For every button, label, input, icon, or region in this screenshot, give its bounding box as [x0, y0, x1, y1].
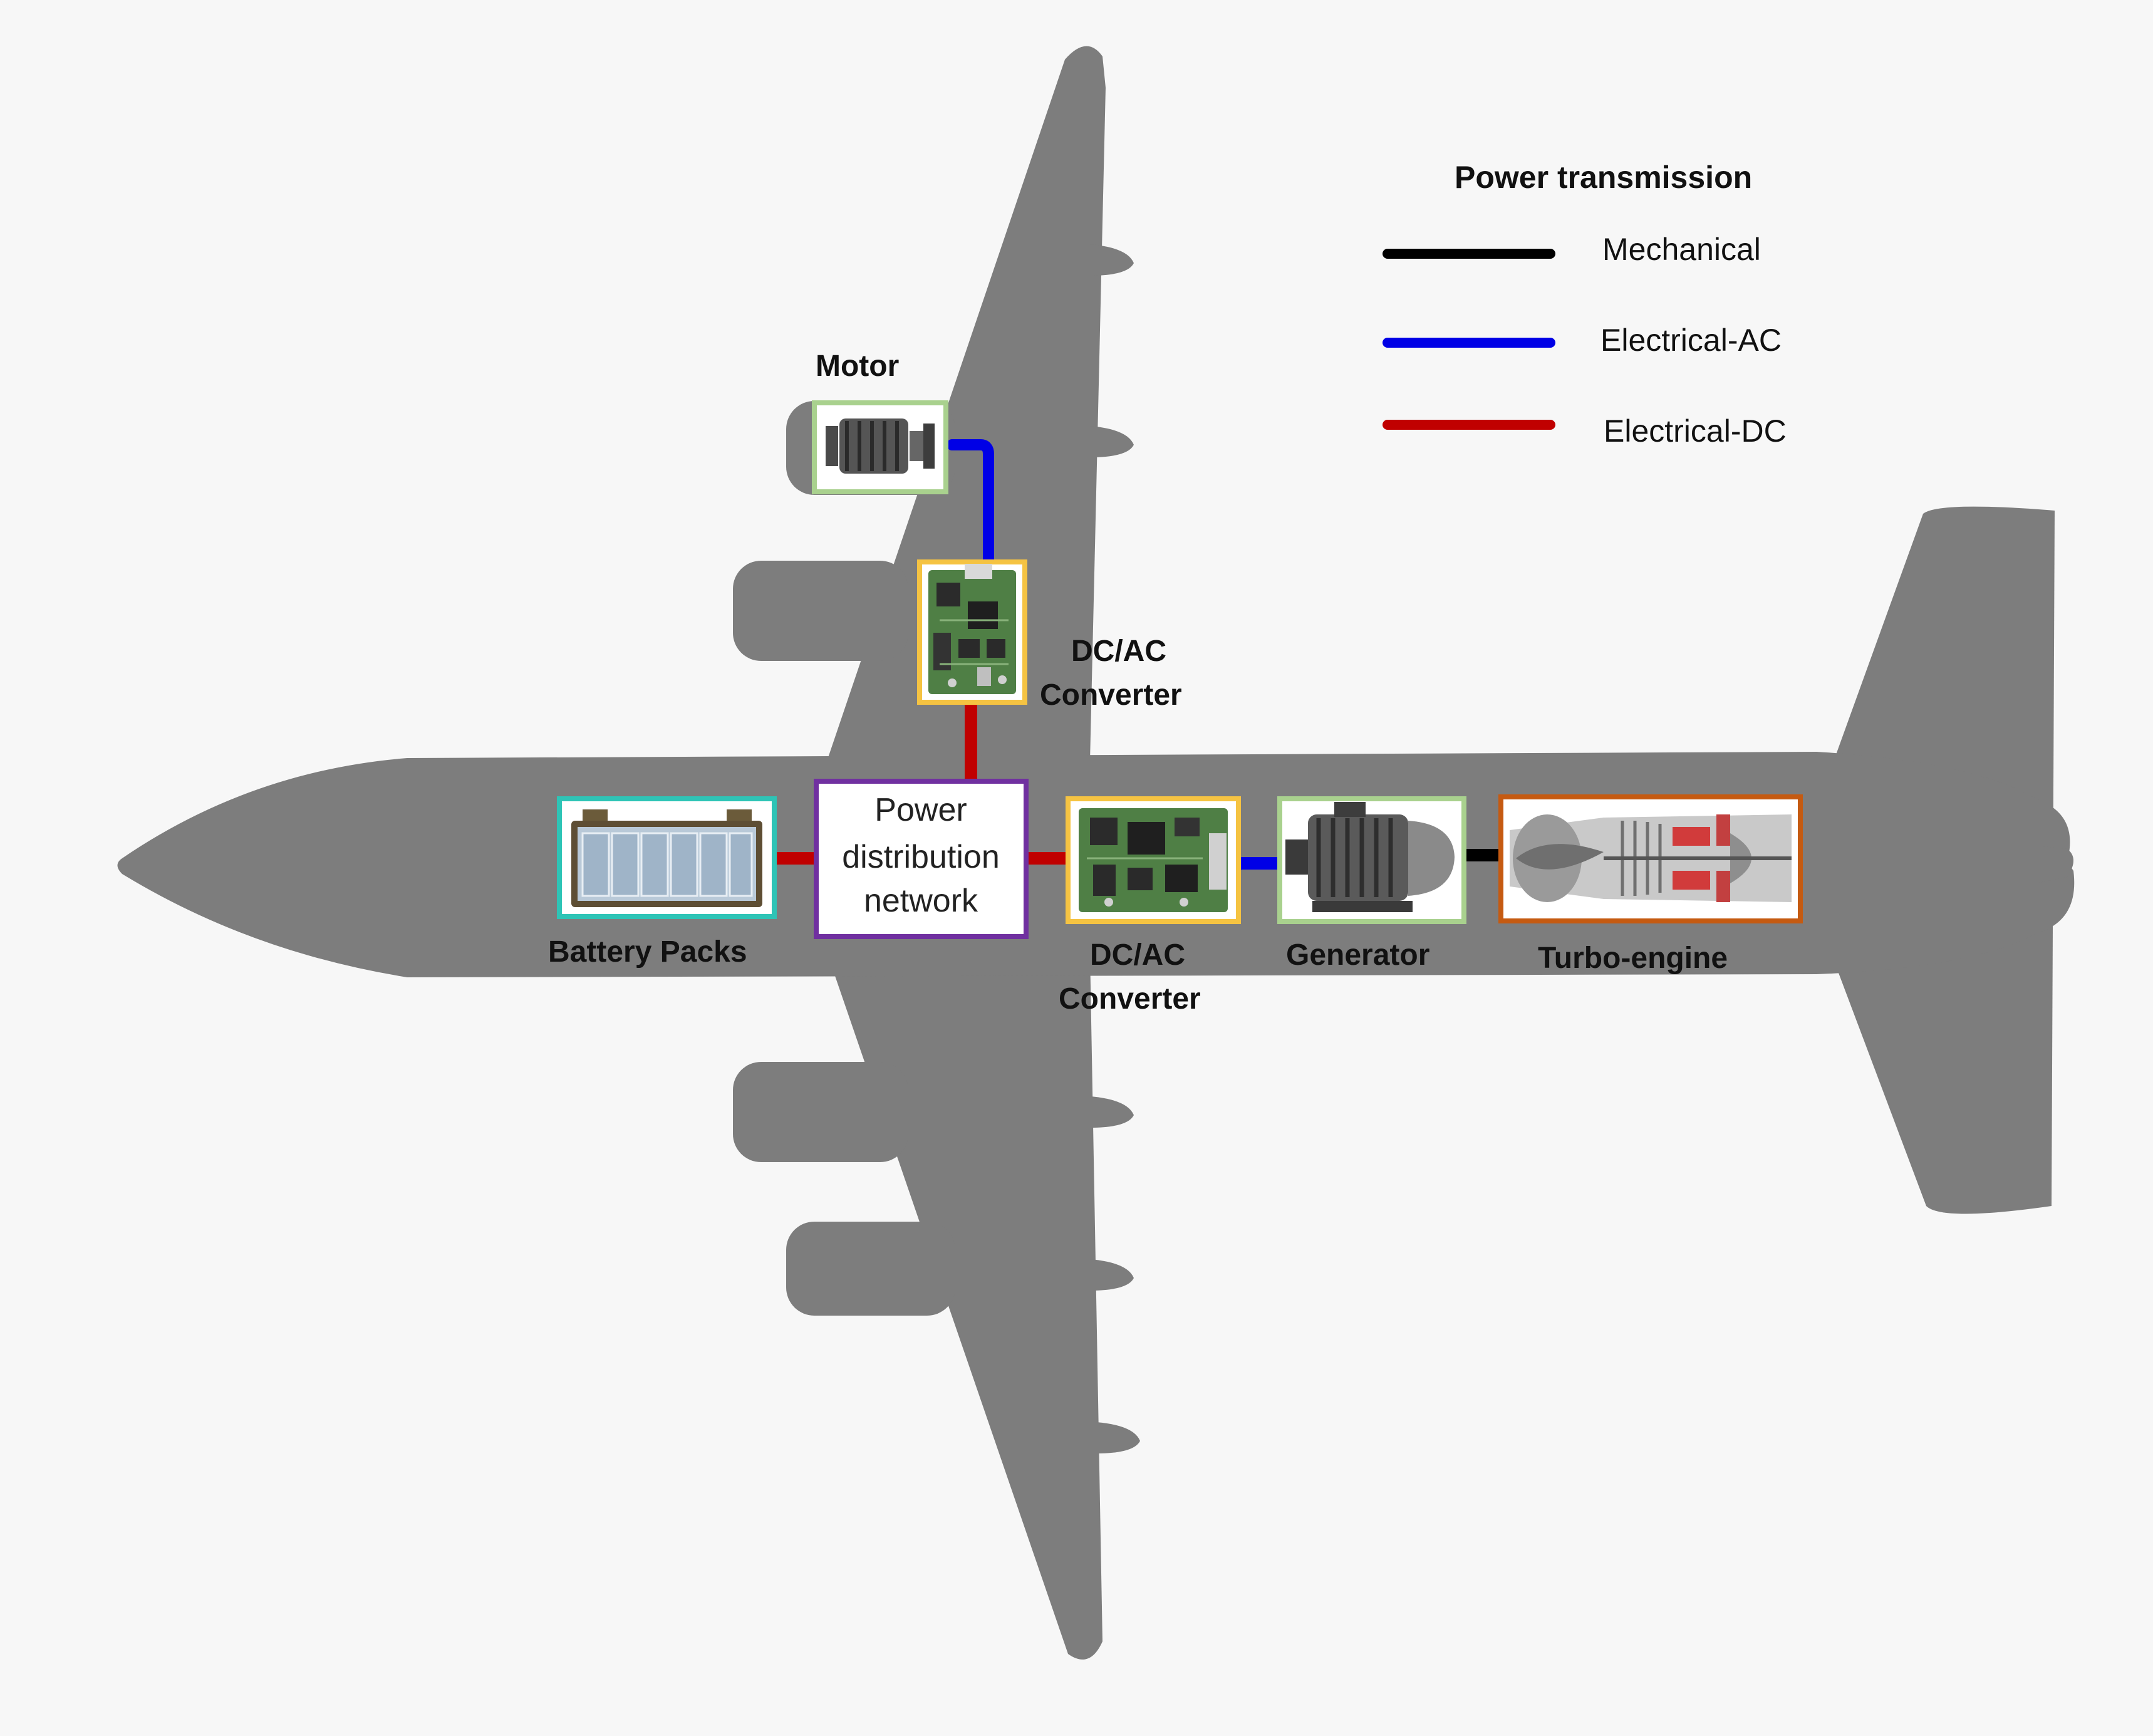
circuit-board-icon	[1079, 808, 1228, 912]
legend-label-mechanical: Mechanical	[1602, 232, 1761, 267]
turbo-component: Turbo-engine	[1498, 794, 1803, 975]
converter-bottom-label-line2: Converter	[1059, 982, 1201, 1016]
motor-component: Motor	[812, 350, 948, 494]
converter-top-label-line2: Converter	[1040, 678, 1182, 712]
battery-component: Battery Packs	[548, 796, 777, 969]
legend-label-electrical-ac: Electrical-AC	[1600, 323, 1782, 358]
converter-bottom-label-line1: DC/AC	[1090, 938, 1185, 972]
wing-fence-4	[1090, 1259, 1134, 1291]
turbofan-engine-icon	[1510, 814, 1792, 902]
pdn-line3: network	[864, 883, 978, 919]
wing-fence-2	[1090, 426, 1134, 457]
connections	[769, 439, 1505, 870]
converter-top-label-line1: DC/AC	[1071, 635, 1166, 668]
converter-bottom-component: DC/AC Converter	[1059, 796, 1241, 1016]
pdn-frame	[814, 779, 1029, 939]
generator-label: Generator	[1286, 938, 1429, 972]
pdn-line1: Power	[874, 792, 967, 828]
circuit-board-icon	[928, 564, 1016, 694]
converter-top-component: DC/AC Converter	[917, 559, 1182, 712]
upper-inner-engine	[733, 561, 908, 661]
wing-fence-5	[1096, 1422, 1140, 1453]
turbo-label: Turbo-engine	[1538, 942, 1728, 975]
legend: Power transmission Mechanical Electrical…	[1383, 160, 1787, 449]
wing-fence-1	[1090, 244, 1134, 276]
legend-title: Power transmission	[1455, 160, 1752, 195]
generator-icon	[1285, 802, 1455, 912]
connection-motor-to-converter-top	[947, 439, 994, 569]
motor-label: Motor	[816, 350, 899, 383]
generator-component: Generator	[1277, 796, 1466, 972]
battery-label: Battery Packs	[548, 935, 747, 969]
battery-icon	[571, 809, 762, 907]
pdn-component: Power distribution network	[814, 779, 1029, 939]
pdn-line2: distribution	[842, 839, 999, 875]
wing-fence-3	[1090, 1096, 1134, 1128]
lower-inner-engine	[733, 1062, 908, 1162]
electric-motor-icon	[826, 418, 935, 474]
legend-label-electrical-dc: Electrical-DC	[1604, 413, 1787, 449]
lower-outer-engine	[786, 1222, 955, 1316]
tail-cone	[2036, 846, 2073, 883]
